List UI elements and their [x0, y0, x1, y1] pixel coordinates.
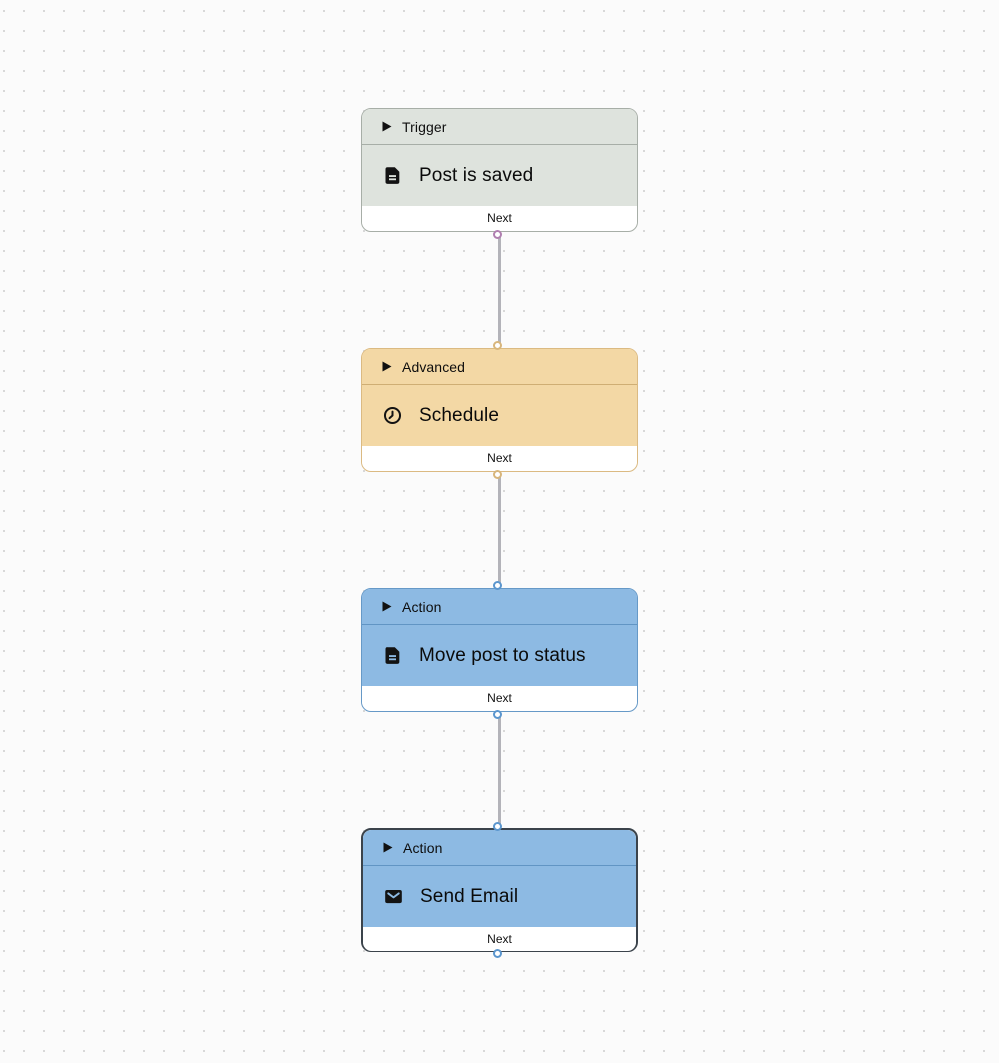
input-port[interactable] — [492, 341, 502, 350]
email-icon — [383, 886, 404, 907]
node-category-label: Action — [402, 598, 442, 615]
node-header[interactable]: Advanced — [362, 349, 637, 385]
next-port-label: Next — [487, 211, 512, 225]
node-trigger-post-is-saved[interactable]: Trigger Post is saved Next — [361, 108, 638, 239]
node-title: Schedule — [419, 404, 500, 426]
node-footer: Next — [362, 446, 637, 470]
document-icon — [382, 165, 403, 186]
connector-edge — [498, 472, 501, 588]
output-port[interactable] — [492, 949, 502, 958]
node-title: Send Email — [420, 885, 519, 907]
connector-edge — [498, 232, 501, 348]
node-footer: Next — [362, 206, 637, 230]
node-category-label: Trigger — [402, 118, 447, 135]
next-port-label: Next — [487, 932, 512, 946]
node-footer: Next — [363, 927, 636, 951]
node-title: Move post to status — [419, 644, 586, 666]
output-port[interactable] — [492, 230, 502, 239]
node-title: Post is saved — [419, 164, 534, 186]
connector-edge — [498, 712, 501, 828]
node-category-label: Action — [403, 839, 443, 856]
next-port-label: Next — [487, 451, 512, 465]
next-port-label: Next — [487, 691, 512, 705]
node-body: Schedule — [362, 385, 637, 446]
node-action-send-email[interactable]: Action Send Email Next — [361, 822, 638, 958]
node-action-move-post-to-status[interactable]: Action Move post to status Next — [361, 581, 638, 719]
document-icon — [382, 645, 403, 666]
node-header[interactable]: Action — [363, 830, 636, 866]
node-header[interactable]: Trigger — [362, 109, 637, 145]
collapse-caret-icon[interactable] — [383, 842, 393, 853]
node-header[interactable]: Action — [362, 589, 637, 625]
node-footer: Next — [362, 686, 637, 710]
clock-icon — [382, 405, 403, 426]
collapse-caret-icon[interactable] — [382, 361, 392, 372]
node-category-label: Advanced — [402, 358, 466, 375]
node-body: Post is saved — [362, 145, 637, 206]
collapse-caret-icon[interactable] — [382, 121, 392, 132]
collapse-caret-icon[interactable] — [382, 601, 392, 612]
input-port[interactable] — [492, 822, 502, 831]
node-advanced-schedule[interactable]: Advanced Schedule Next — [361, 341, 638, 479]
output-port[interactable] — [492, 710, 502, 719]
node-body: Move post to status — [362, 625, 637, 686]
node-body: Send Email — [363, 866, 636, 927]
output-port[interactable] — [492, 470, 502, 479]
input-port[interactable] — [492, 581, 502, 590]
